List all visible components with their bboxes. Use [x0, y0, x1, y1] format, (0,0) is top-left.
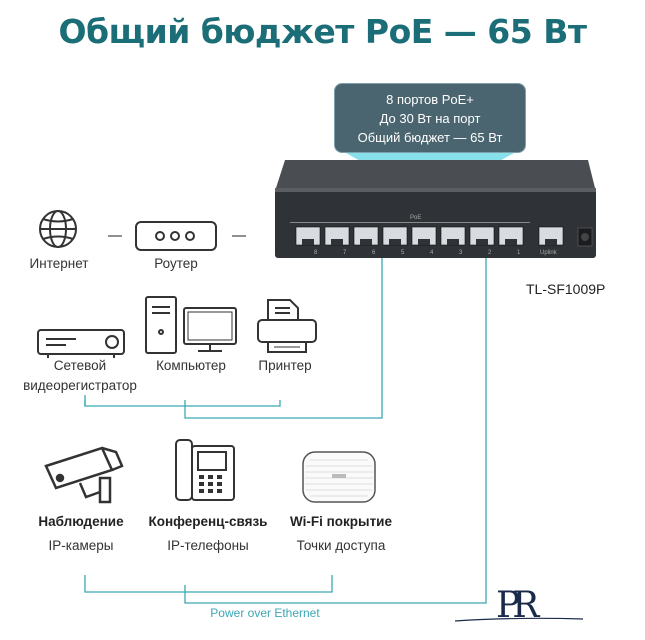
nvr-icon [37, 329, 125, 358]
label-access-points: Точки доступа [296, 538, 386, 553]
svg-text:7: 7 [343, 250, 347, 256]
svg-text:5: 5 [401, 250, 405, 256]
svg-text:4: 4 [430, 250, 434, 256]
switch-device: PoE 8 7 6 5 4 3 2 1 Uplink [275, 160, 596, 258]
svg-text:2: 2 [488, 250, 492, 256]
label-conference: Конференц-связь [148, 514, 268, 529]
callout-line-budget: Общий бюджет — 65 Вт [357, 130, 503, 145]
router-icon [135, 221, 217, 251]
connector-lines [84, 252, 487, 604]
label-router: Роутер [154, 256, 198, 271]
svg-text:6: 6 [372, 250, 376, 256]
connector-bottom [184, 252, 487, 604]
label-ip-cameras: IP-камеры [48, 538, 114, 553]
label-ip-phones: IP-телефоны [167, 538, 249, 553]
label-printer: Принтер [258, 358, 312, 373]
label-internet: Интернет [29, 256, 89, 271]
callout-line-per-port: До 30 Вт на порт [379, 111, 481, 126]
svg-text:8: 8 [314, 250, 318, 256]
page-title: Общий бюджет PoE — 65 Вт [58, 12, 588, 51]
label-computer: Компьютер [156, 358, 226, 373]
poe-callout: 8 портов PoE+ До 30 Вт на порт Общий бюд… [334, 83, 526, 153]
label-surveillance: Наблюдение [38, 514, 124, 529]
printer-icon [257, 299, 317, 353]
poe-caption: Power over Ethernet [210, 606, 320, 620]
label-nvr-line1: Сетевой [53, 358, 107, 373]
camera-icon [44, 446, 124, 504]
switch-model: TL-SF1009P [526, 281, 606, 297]
label-nvr-line2: видеорегистратор [23, 378, 137, 393]
svg-text:1: 1 [517, 250, 521, 256]
access-point-icon [302, 451, 376, 503]
label-wifi: Wi-Fi покрытие [290, 514, 392, 529]
connector-bracket-row3 [84, 575, 333, 593]
connector-bracket-row2 [84, 395, 281, 407]
connector-middle [184, 252, 383, 419]
uplink-label: Uplink [540, 250, 558, 256]
switch-poe-label: PoE [410, 215, 421, 221]
ip-phone-icon [175, 439, 235, 501]
watermark-underline [455, 617, 584, 622]
computer-icon [145, 296, 237, 354]
callout-line-ports: 8 портов PoE+ [386, 92, 474, 107]
svg-text:3: 3 [459, 250, 463, 256]
globe-icon [39, 210, 77, 248]
